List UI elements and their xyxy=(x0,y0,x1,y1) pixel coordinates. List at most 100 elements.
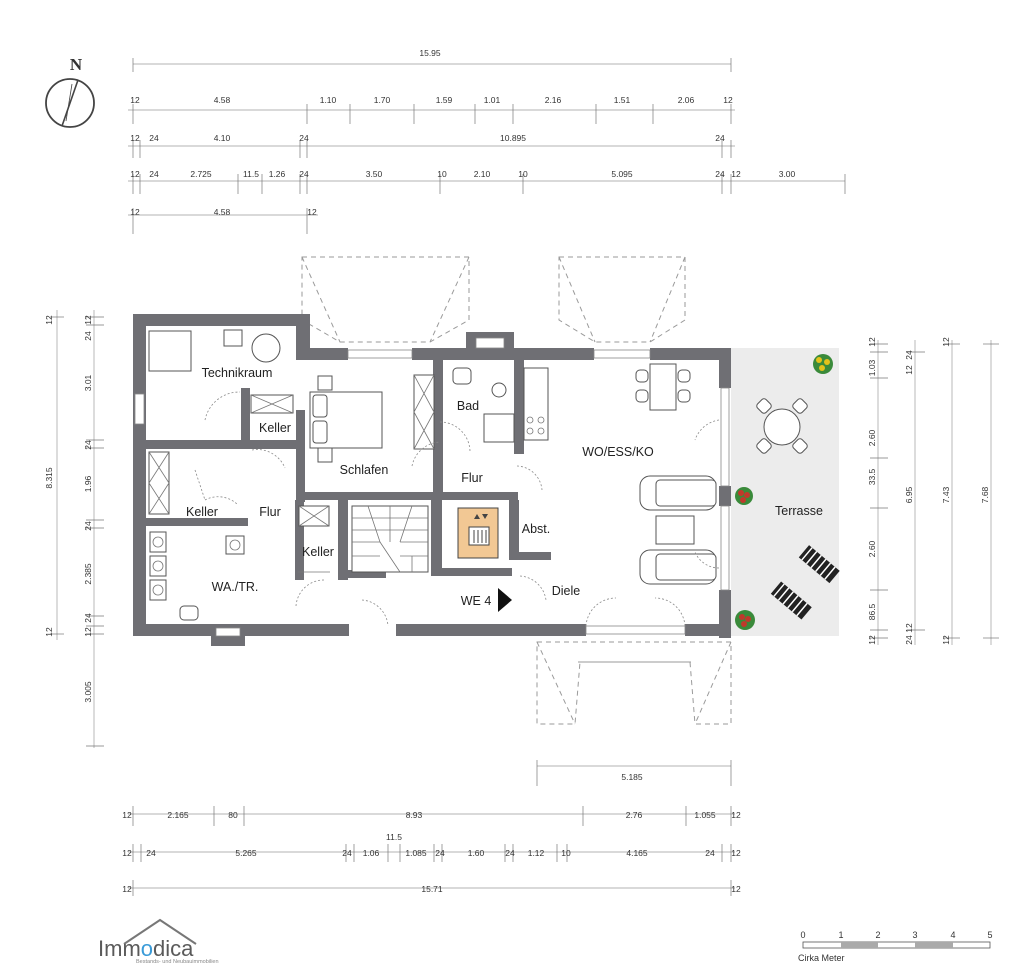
dim-top-r3-5: 24 xyxy=(299,169,309,179)
dim-bottom-r2-7: 1.60 xyxy=(468,848,485,858)
dim-top-r1-2: 1.10 xyxy=(320,95,337,105)
dim-bottom-r1-3: 8.93 xyxy=(406,810,423,820)
windows xyxy=(134,337,730,637)
dim-top-r3-10: 5.095 xyxy=(611,169,633,179)
compass-circle xyxy=(45,78,95,128)
dim-top-r2-1: 24 xyxy=(149,133,159,143)
north-arrow: N xyxy=(45,55,95,128)
elevator-icon xyxy=(457,507,499,559)
dim-bottom-r1-0: 12 xyxy=(122,810,132,820)
dim-left-i6: 2.385 xyxy=(83,563,93,585)
dashed-outlines xyxy=(301,256,732,725)
dim-top-r3-3: 11.5 xyxy=(243,169,259,179)
dim-top-r3-9: 10 xyxy=(518,169,528,179)
plant-icon-bottom xyxy=(735,610,755,630)
dim-left-outer: 8.315 xyxy=(44,467,54,489)
dim-top-r3-12: 12 xyxy=(731,169,741,179)
dim-bottom-r2-11: 4.165 xyxy=(626,848,648,858)
dim-bottom-r1-6: 12 xyxy=(731,810,741,820)
logo-part-3: dica xyxy=(153,936,194,961)
dim-bottom-r2-12: 24 xyxy=(705,848,715,858)
walls xyxy=(133,314,731,646)
dim-bottom-r1-4: 2.76 xyxy=(626,810,643,820)
dim-top-total: 15.95 xyxy=(419,48,441,58)
house-roof-icon xyxy=(123,918,197,945)
plant-icon-top xyxy=(813,354,833,374)
dim-right-c3-1: 7.43 xyxy=(941,486,951,503)
compass-needle xyxy=(61,79,79,127)
dim-bottom-r1-5: 1.055 xyxy=(694,810,716,820)
dim-top-r4-2: 12 xyxy=(307,207,317,217)
plant-icon-mid xyxy=(735,487,753,505)
north-label: N xyxy=(70,55,83,74)
room-abst: Abst. xyxy=(522,522,551,536)
entrance-arrow-icon xyxy=(498,588,512,612)
dim-left-top12: 12 xyxy=(44,315,54,325)
svg-text:Immodica: Immodica xyxy=(98,936,194,961)
door-swings xyxy=(194,391,720,627)
room-flur-center: Flur xyxy=(461,471,483,485)
logo-part-2: o xyxy=(141,936,153,961)
room-terrasse: Terrasse xyxy=(775,504,823,518)
dim-bottom-total: 15.71 xyxy=(421,884,443,894)
dim-bottom-r2-8: 24 xyxy=(505,848,515,858)
dim-right-c2-1: 12 xyxy=(904,365,914,375)
dim-left-i0: 12 xyxy=(83,315,93,325)
dim-top-r3-0: 12 xyxy=(130,169,140,179)
dim-top-r1-6: 2.16 xyxy=(545,95,562,105)
room-we4: WE 4 xyxy=(461,594,492,608)
scale-bar: 0 1 2 3 4 5 Cirka Meter xyxy=(798,930,993,963)
scale-tick-3: 3 xyxy=(912,930,917,940)
dim-right-c1-0: 12 xyxy=(867,337,877,347)
dim-top-r3-2: 2.725 xyxy=(190,169,212,179)
room-wo-ess-ko: WO/ESS/KO xyxy=(582,445,654,459)
dim-top-r1-9: 12 xyxy=(723,95,733,105)
dim-right-c2-3: 12 xyxy=(904,623,914,633)
dim-top-r3-6: 3.50 xyxy=(366,169,383,179)
dim-left-i8: 12 xyxy=(83,627,93,637)
scale-tick-1: 1 xyxy=(838,930,843,940)
dim-bottom-r1-2: 80 xyxy=(228,810,238,820)
dim-top-r1-1: 4.58 xyxy=(214,95,231,105)
room-diele: Diele xyxy=(552,584,581,598)
dim-right-c1-3: 33.5 xyxy=(867,468,877,485)
dim-left-below: 3.005 xyxy=(83,681,93,703)
room-technikraum: Technikraum xyxy=(202,366,273,380)
dim-top-r2-4: 10.895 xyxy=(500,133,526,143)
dim-top-r3-11: 24 xyxy=(715,169,725,179)
dim-bottom-r3-1: 12 xyxy=(731,884,741,894)
dim-top-r2-3: 24 xyxy=(299,133,309,143)
room-keller-mid: Keller xyxy=(302,545,334,559)
company-logo: Immodica Bestands- und Neubauimmobilien xyxy=(98,918,219,965)
room-keller-top: Keller xyxy=(259,421,291,435)
dim-top-r3-4: 1.26 xyxy=(269,169,286,179)
dim-bottom-r2-5: 1.085 xyxy=(405,848,427,858)
dim-bottom-r3-0: 12 xyxy=(122,884,132,894)
dim-bottom-r2-6: 24 xyxy=(435,848,445,858)
dim-top-r2-2: 4.10 xyxy=(214,133,231,143)
dim-top-r3-7: 10 xyxy=(437,169,447,179)
dim-bottom-r2-3: 24 xyxy=(342,848,352,858)
logo-tagline: Bestands- und Neubauimmobilien xyxy=(136,959,219,965)
dim-left-i5: 24 xyxy=(83,521,93,531)
dim-right-c2-0: 24 xyxy=(904,350,914,360)
dim-top-r2-5: 24 xyxy=(715,133,725,143)
dim-top-r1-8: 2.06 xyxy=(678,95,695,105)
room-wa-tr: WA./TR. xyxy=(212,580,259,594)
dimension-chain-right: 12 1.03 2.60 33.5 2.60 86.5 12 24 12 6.9… xyxy=(867,337,999,645)
dim-top-r2-0: 12 xyxy=(130,133,140,143)
scale-label: Cirka Meter xyxy=(798,953,845,963)
dim-bottom-r2-1: 24 xyxy=(146,848,156,858)
dim-right-c3-2: 12 xyxy=(941,635,951,645)
logo-part-1: Imm xyxy=(98,936,141,961)
dim-top-r1-5: 1.01 xyxy=(484,95,501,105)
scale-tick-0: 0 xyxy=(800,930,805,940)
dim-bottom-r2-0: 12 xyxy=(122,848,132,858)
dim-bottom-r2-4: 1.06 xyxy=(363,848,380,858)
dim-left-i3: 24 xyxy=(83,440,93,450)
dim-top-r3-1: 24 xyxy=(149,169,159,179)
dim-bottom-r1-1: 2.165 xyxy=(167,810,189,820)
dim-right-c1-4: 2.60 xyxy=(867,540,877,557)
dim-right-c2-2: 6.95 xyxy=(904,486,914,503)
dimension-chain-bottom: 5.185 12 2.165 80 8.93 2.76 1.055 12 11.… xyxy=(122,760,741,896)
